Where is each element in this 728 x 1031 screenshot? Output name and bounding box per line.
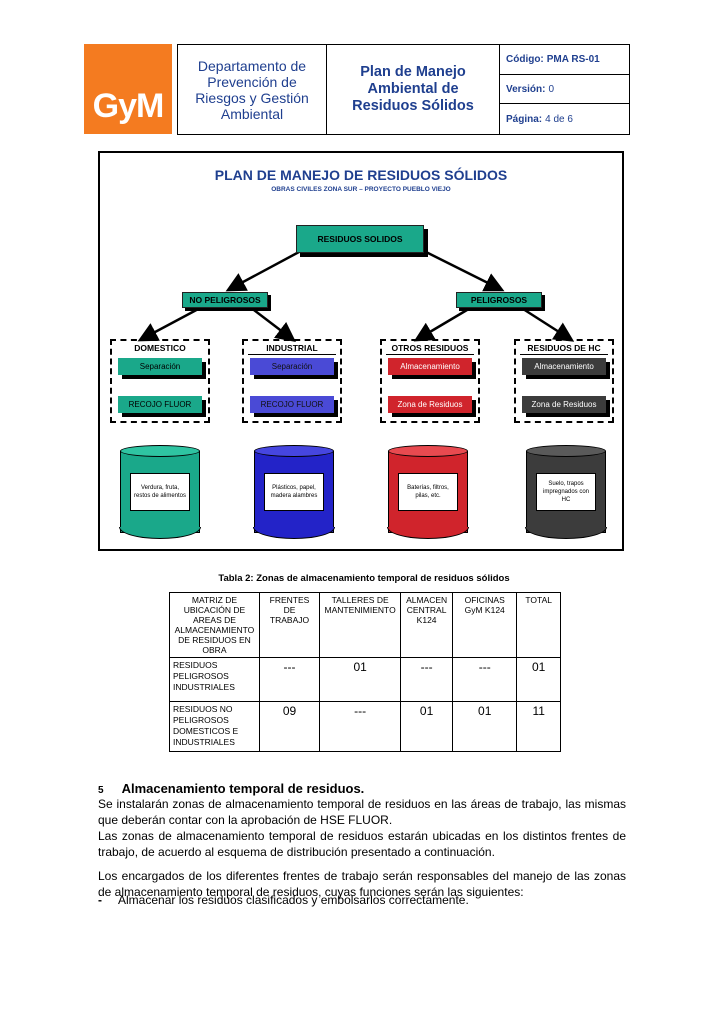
step-almacenamiento: Almacenamiento — [388, 358, 472, 375]
step-zona-residuos: Zona de Residuos — [388, 396, 472, 413]
table-cell: --- — [319, 701, 402, 752]
table-header-row: MATRIZ DE UBICACIÓN DE AREAS DE ALMACENA… — [169, 592, 561, 658]
document-title: Plan de Manejo Ambiental de Residuos Sól… — [327, 45, 500, 134]
table-cell: --- — [400, 657, 454, 702]
table-row: RESIDUOS NO PELIGROSOS DOMESTICOS E INDU… — [169, 701, 561, 752]
waste-management-diagram: PLAN DE MANEJO DE RESIDUOS SÓLIDOS OBRAS… — [98, 151, 624, 551]
bullet-text: Almacenar los residuos clasificados y em… — [118, 893, 469, 907]
group-industrial: INDUSTRIAL Separación RECOJO FLUOR — [242, 339, 342, 423]
page-value: 4 de 6 — [545, 113, 573, 125]
group-title: DOMESTICO — [134, 343, 186, 353]
version-value: 0 — [548, 83, 555, 95]
storage-zones-table: MATRIZ DE UBICACIÓN DE AREAS DE ALMACENA… — [169, 592, 561, 752]
bullet-item: - Almacenar los residuos clasificados y e… — [98, 892, 469, 908]
paragraph: Se instalarán zonas de almacenamiento te… — [98, 797, 626, 827]
container-blue: Plásticos, papel, madera alambres — [253, 445, 335, 539]
table-cell: 09 — [258, 701, 321, 752]
diagram-title: PLAN DE MANEJO DE RESIDUOS SÓLIDOS — [214, 167, 508, 183]
paragraph: Las zonas de almacenamiento temporal de … — [98, 829, 626, 859]
company-logo: GyM — [84, 44, 172, 134]
version-cell: Versión:0 — [500, 75, 629, 105]
table-header: OFICINAS GyM K124 — [452, 592, 518, 658]
code-cell: Código:PMA RS-01 — [500, 45, 629, 75]
table-cell: 11 — [516, 701, 561, 752]
step-almacenamiento: Almacenamiento — [522, 358, 606, 375]
container-label: Verdura, fruta, restos de alimentos — [130, 473, 190, 511]
group-title: OTROS RESIDUOS — [386, 343, 474, 355]
section-title: Almacenamiento temporal de residuos. — [121, 781, 365, 796]
bullet-dash: - — [98, 893, 102, 907]
row-label: RESIDUOS PELIGROSOS INDUSTRIALES — [169, 657, 260, 702]
container-label: Baterías, filtros, pilas, etc. — [398, 473, 458, 511]
table-header: TOTAL — [516, 592, 561, 658]
paragraph: Los encargados de los diferentes frentes… — [98, 869, 626, 899]
code-value: PMA RS-01 — [546, 53, 600, 65]
table-cell: 01 — [452, 701, 518, 752]
group-residuos-hc: RESIDUOS DE HC Almacenamiento Zona de Re… — [514, 339, 614, 423]
container-black: Suelo, trapos impregnados con HC — [525, 445, 607, 539]
page-cell: Página:4 de 6 — [506, 113, 573, 125]
table-cell: --- — [452, 657, 518, 702]
node-no-peligrosos: NO PELIGROSOS — [182, 292, 268, 308]
step-separacion: Separación — [250, 358, 334, 375]
table-row: RESIDUOS PELIGROSOS INDUSTRIALES --- 01 … — [169, 657, 561, 702]
logo-text: GyM — [92, 87, 165, 125]
table-cell: 01 — [319, 657, 402, 702]
group-domestico: DOMESTICO Separación RECOJO FLUOR — [110, 339, 210, 423]
container-red: Baterías, filtros, pilas, etc. — [387, 445, 469, 539]
section-heading: 5 Almacenamiento temporal de residuos. — [98, 781, 364, 796]
container-label: Plásticos, papel, madera alambres — [264, 473, 324, 511]
table-cell: 01 — [516, 657, 561, 702]
container-green: Verdura, fruta, restos de alimentos — [119, 445, 201, 539]
document-meta: Código:PMA RS-01 Versión:0 Página:4 de 6 — [500, 45, 629, 134]
node-peligrosos: PELIGROSOS — [456, 292, 542, 308]
document-header: Departamento de Prevención de Riesgos y … — [177, 44, 630, 135]
table-header: FRENTES DE TRABAJO — [258, 592, 321, 658]
department-name: Departamento de Prevención de Riesgos y … — [178, 45, 327, 134]
container-label: Suelo, trapos impregnados con HC — [536, 473, 596, 511]
group-title: RESIDUOS DE HC — [520, 343, 608, 355]
root-node-residuos: RESIDUOS SOLIDOS — [296, 225, 424, 253]
table-cell: 01 — [400, 701, 454, 752]
row-label: RESIDUOS NO PELIGROSOS DOMESTICOS E INDU… — [169, 701, 260, 752]
step-separacion: Separación — [118, 358, 202, 375]
table-caption: Tabla 2: Zonas de almacenamiento tempora… — [218, 573, 510, 584]
table-header: MATRIZ DE UBICACIÓN DE AREAS DE ALMACENA… — [169, 592, 260, 658]
group-otros-residuos: OTROS RESIDUOS Almacenamiento Zona de Re… — [380, 339, 480, 423]
table-cell: --- — [258, 657, 321, 702]
table-header: TALLERES DE MANTENIMIENTO — [319, 592, 402, 658]
diagram-subtitle: OBRAS CIVILES ZONA SUR – PROYECTO PUEBLO… — [271, 186, 451, 193]
group-title: INDUSTRIAL — [248, 343, 336, 355]
table-header: ALMACEN CENTRAL K124 — [400, 592, 454, 658]
step-recojo: RECOJO FLUOR — [250, 396, 334, 413]
step-recojo: RECOJO FLUOR — [118, 396, 202, 413]
step-zona-residuos: Zona de Residuos — [522, 396, 606, 413]
section-number: 5 — [98, 785, 104, 796]
